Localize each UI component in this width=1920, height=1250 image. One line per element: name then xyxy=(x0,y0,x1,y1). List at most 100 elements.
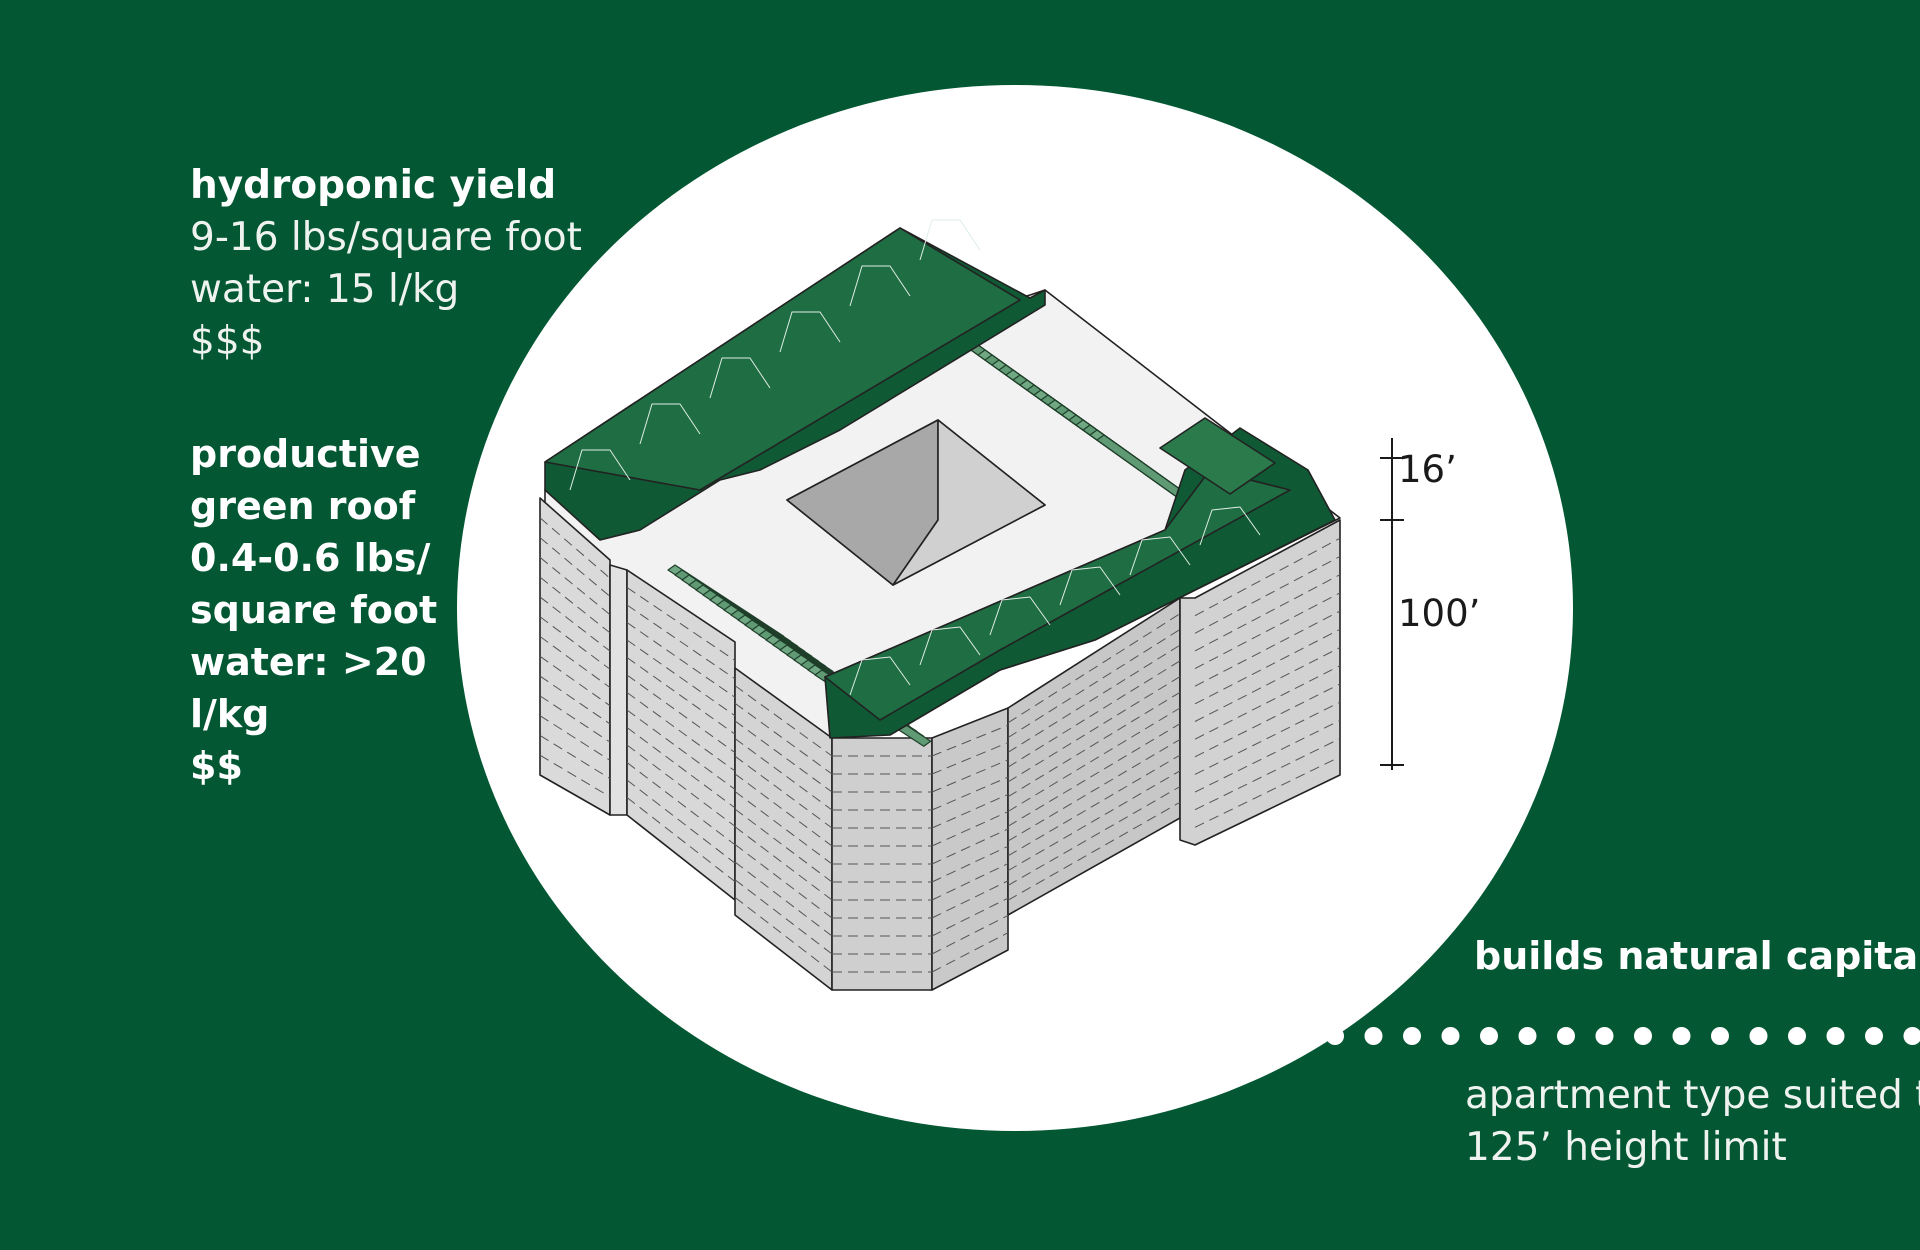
floor-line xyxy=(1007,676,1181,783)
floor-line xyxy=(1194,592,1341,670)
connector-dot xyxy=(1749,1027,1768,1045)
floor-line xyxy=(1007,770,1181,872)
floor-line xyxy=(626,657,736,735)
floor-line xyxy=(1194,610,1341,687)
connector-dot xyxy=(1480,1027,1498,1045)
floor-line xyxy=(1007,738,1181,842)
floor-line xyxy=(734,685,833,757)
floor-line xyxy=(734,738,833,811)
connector-dot xyxy=(1287,1027,1306,1045)
connector-dot xyxy=(1903,1027,1920,1045)
green-roof-line: water: >20 xyxy=(190,640,427,684)
dotted-connector xyxy=(1249,1027,1920,1045)
greenhouse-frame xyxy=(849,656,911,696)
green-roof-line: green roof xyxy=(190,484,416,528)
greenhouse-frame xyxy=(709,357,771,399)
floor-line xyxy=(626,692,736,772)
floor-line xyxy=(626,604,736,680)
hydroponic-cost: $$$ xyxy=(190,319,265,364)
floor-line xyxy=(734,896,833,973)
floor-line xyxy=(539,695,611,743)
floor-line xyxy=(1007,786,1181,886)
floor-line xyxy=(931,776,1009,811)
floor-line xyxy=(1194,719,1341,793)
connector-dot xyxy=(1249,1027,1267,1045)
greenhouse-frame xyxy=(1059,566,1121,606)
hydroponic-info: hydroponic yield 9-16 lbs/square foot wa… xyxy=(190,160,582,368)
floor-line xyxy=(931,897,1009,937)
floor-line xyxy=(931,863,1009,901)
greenhouse-frame xyxy=(989,596,1051,636)
floor-lines xyxy=(539,517,1341,973)
floor-line xyxy=(1194,647,1341,722)
green-roof-line: productive xyxy=(190,432,421,476)
floor-line xyxy=(931,845,1009,883)
connector-dot xyxy=(1672,1027,1691,1045)
floor-line xyxy=(626,744,736,827)
greenhouse-frame xyxy=(1129,536,1191,576)
greenhouse-small xyxy=(1159,417,1276,495)
floor-line xyxy=(539,754,611,798)
hydroponic-water: water: 15 l/kg xyxy=(190,267,460,312)
connector-dot xyxy=(1326,1027,1344,1045)
greenhouse-frame xyxy=(849,265,911,307)
building-axonometric xyxy=(539,219,1341,991)
greenhouse-frame xyxy=(569,449,631,491)
courtyard-wall-right xyxy=(892,419,1046,586)
connector-dot xyxy=(1826,1027,1845,1045)
floor-line xyxy=(539,636,611,688)
floor-line xyxy=(1007,707,1181,812)
green-roof-line: square foot xyxy=(190,588,438,632)
apartment-info: apartment type suited to 125’ height lim… xyxy=(1465,1070,1920,1174)
green-roof-line: l/kg xyxy=(190,692,270,736)
floor-line xyxy=(931,759,1009,793)
floor-line xyxy=(1194,574,1341,652)
natural-capital-heading: builds natural capital xyxy=(1474,934,1920,978)
floor-line xyxy=(539,655,611,707)
green-roof-info: productive green roof 0.4-0.6 lbs/ squar… xyxy=(190,428,437,792)
floor-line xyxy=(1194,555,1341,634)
greenhouse-frame xyxy=(919,626,981,666)
dimension-label-lower: 100’ xyxy=(1398,592,1481,635)
floor-line xyxy=(931,811,1009,847)
connector-dot xyxy=(1441,1027,1460,1045)
floor-line xyxy=(626,762,736,846)
floor-line xyxy=(539,596,611,652)
floor-line xyxy=(931,793,1009,829)
connector-dot xyxy=(1711,1027,1729,1045)
hydroponic-title: hydroponic yield xyxy=(190,163,557,208)
floor-line xyxy=(1007,644,1181,753)
floor-line xyxy=(539,735,611,779)
floor-line xyxy=(626,587,736,661)
green-roof-line: 0.4-0.6 lbs/ xyxy=(190,536,431,580)
floor-line xyxy=(626,709,736,790)
connector-dot xyxy=(1364,1027,1383,1045)
floor-line xyxy=(1194,665,1341,740)
floor-line xyxy=(931,932,1009,973)
greenhouse-frame xyxy=(1199,506,1261,546)
floor-line xyxy=(734,791,833,865)
floor-line xyxy=(734,844,833,919)
connector-dot xyxy=(1518,1027,1537,1045)
floor-line xyxy=(539,715,611,761)
floor-line xyxy=(626,797,736,882)
greenhouse-frames xyxy=(569,219,1261,696)
floor-line xyxy=(626,674,736,753)
floor-line xyxy=(1007,723,1181,827)
connector-dot xyxy=(1557,1027,1575,1045)
apartment-line-2: 125’ height limit xyxy=(1465,1125,1787,1170)
greenhouse-frame xyxy=(919,219,981,261)
floor-line xyxy=(1194,701,1341,775)
greenhouse-frame xyxy=(779,311,841,353)
floor-line xyxy=(734,702,833,775)
floor-line xyxy=(626,639,736,717)
floor-line xyxy=(1194,738,1341,811)
floor-line xyxy=(1007,660,1181,768)
connector-dot xyxy=(1634,1027,1652,1045)
right-wing-face xyxy=(1179,519,1341,846)
connector-dot xyxy=(1788,1027,1806,1045)
left-wing-side xyxy=(609,564,628,816)
hydroponic-yield: 9-16 lbs/square foot xyxy=(190,215,582,260)
floor-line xyxy=(931,742,1009,775)
floor-line xyxy=(539,675,611,725)
